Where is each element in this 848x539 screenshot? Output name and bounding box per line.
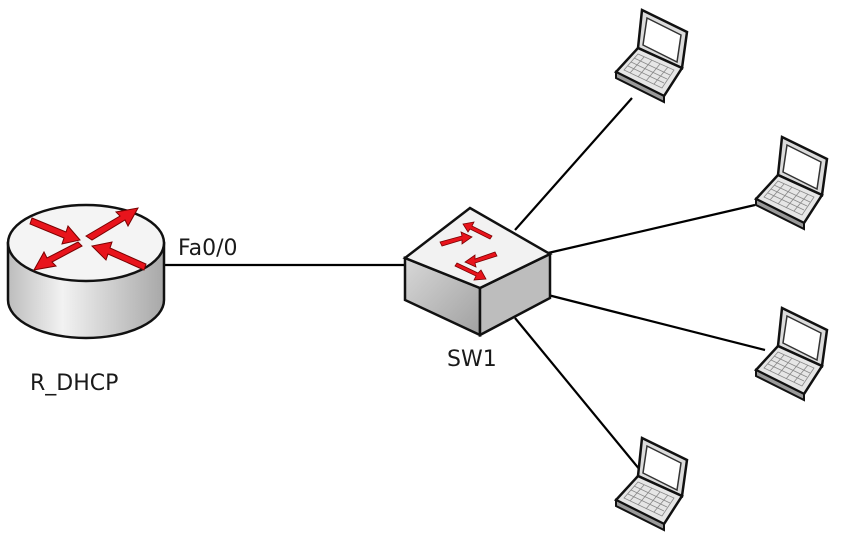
laptop-icon	[614, 436, 689, 532]
link-switch-laptop-2	[547, 203, 756, 255]
laptop-icon	[754, 135, 829, 231]
interface-label: Fa0/0	[178, 236, 238, 261]
switch-label: SW1	[447, 347, 497, 372]
switch-icon	[402, 206, 553, 338]
router-icon	[6, 203, 166, 340]
links	[165, 97, 766, 471]
laptop-icon	[614, 8, 689, 104]
link-switch-laptop-4	[514, 317, 641, 471]
link-switch-laptop-3	[547, 293, 766, 352]
link-switch-laptop-1	[514, 97, 633, 231]
laptop-icon	[754, 306, 829, 402]
router-label: R_DHCP	[30, 371, 119, 396]
